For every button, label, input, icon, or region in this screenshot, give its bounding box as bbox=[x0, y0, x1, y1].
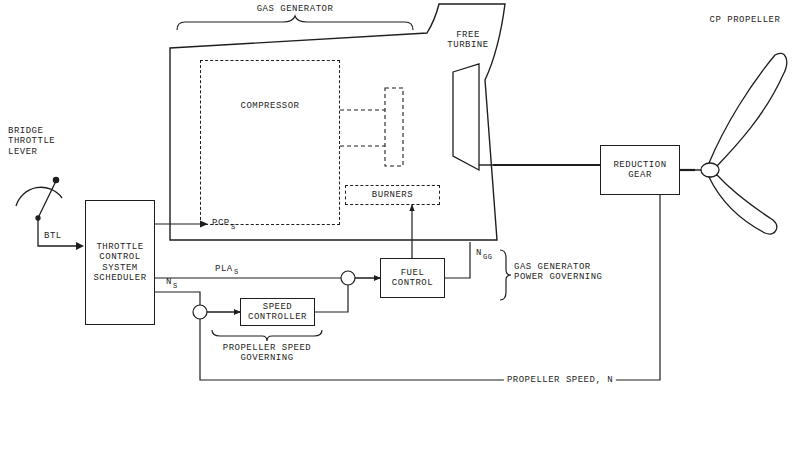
node-text: THROTTLE CONTROL SYSTEM SCHEDULER bbox=[88, 242, 152, 283]
shaft-line bbox=[340, 109, 385, 110]
gas-generator-housing: GAS GENERATOR COMPRESSOR BURNERS FREE TURBI… bbox=[165, 0, 510, 242]
fuel-control-box: FUEL CONTROL bbox=[380, 258, 445, 298]
node-text: COMPRESSOR bbox=[240, 101, 299, 111]
group-label: PROPELLER SPEED GOVERNING bbox=[212, 343, 322, 364]
signal-subscript: S bbox=[234, 269, 239, 276]
node-text: SPEED CONTROLLER bbox=[243, 302, 312, 323]
signal-name: PCP bbox=[212, 219, 230, 228]
edge-label: PROPELLER SPEED, N bbox=[504, 376, 616, 385]
compressor-box: COMPRESSOR bbox=[200, 60, 340, 225]
signal-line bbox=[445, 242, 470, 278]
propeller-blade bbox=[709, 53, 787, 166]
shaft-line bbox=[340, 145, 385, 146]
signal-subscript: S bbox=[231, 224, 236, 231]
propeller: CP PROPELLER bbox=[695, 15, 795, 240]
burner-box: BURNERS bbox=[345, 185, 440, 205]
summing-junction bbox=[341, 271, 355, 285]
propeller-hub bbox=[701, 163, 719, 177]
propeller-blade bbox=[709, 175, 777, 234]
signal-name: BTL bbox=[44, 232, 62, 241]
signal-line bbox=[411, 205, 412, 258]
shaft-line bbox=[695, 169, 701, 170]
brace bbox=[177, 16, 413, 30]
drive-shaft bbox=[493, 164, 600, 166]
drive-shaft bbox=[680, 169, 695, 171]
gearbox: REDUCTION GEAR bbox=[600, 145, 680, 195]
brace bbox=[500, 250, 511, 300]
summing-junction bbox=[193, 305, 207, 319]
signal-name: N bbox=[476, 249, 482, 258]
node-text: CP PROPELLER bbox=[710, 15, 781, 25]
node-text: FREE TURBINE bbox=[443, 30, 493, 51]
signal-name: PLA bbox=[215, 265, 233, 274]
signal-name: N bbox=[166, 278, 172, 287]
turbine-symbol bbox=[453, 64, 479, 170]
signal-subscript: S bbox=[173, 283, 178, 290]
throttle-lever bbox=[16, 177, 84, 250]
signal-subscript: GG bbox=[483, 254, 492, 261]
signal-line bbox=[200, 195, 660, 380]
brace bbox=[212, 330, 322, 341]
group-label: GAS GENERATOR POWER GOVERNING bbox=[514, 262, 606, 283]
free-turbine: FREE TURBINE bbox=[443, 30, 493, 180]
propeller-symbol bbox=[695, 15, 795, 240]
device-label: BRIDGE THROTTLE LEVER bbox=[8, 126, 74, 157]
node-text: REDUCTION GEAR bbox=[603, 160, 677, 181]
housing-outline bbox=[170, 4, 505, 240]
heading-text: GAS GENERATOR bbox=[220, 4, 370, 14]
turbine-box bbox=[385, 88, 403, 166]
scheduler-box: THROTTLE CONTROL SYSTEM SCHEDULER bbox=[85, 200, 155, 325]
turbine-symbol bbox=[443, 30, 493, 180]
node-text: FUEL CONTROL bbox=[383, 268, 442, 289]
controller-box: SPEED CONTROLLER bbox=[240, 298, 315, 326]
node-text: BURNERS bbox=[372, 190, 413, 200]
shaft-line bbox=[479, 164, 493, 165]
